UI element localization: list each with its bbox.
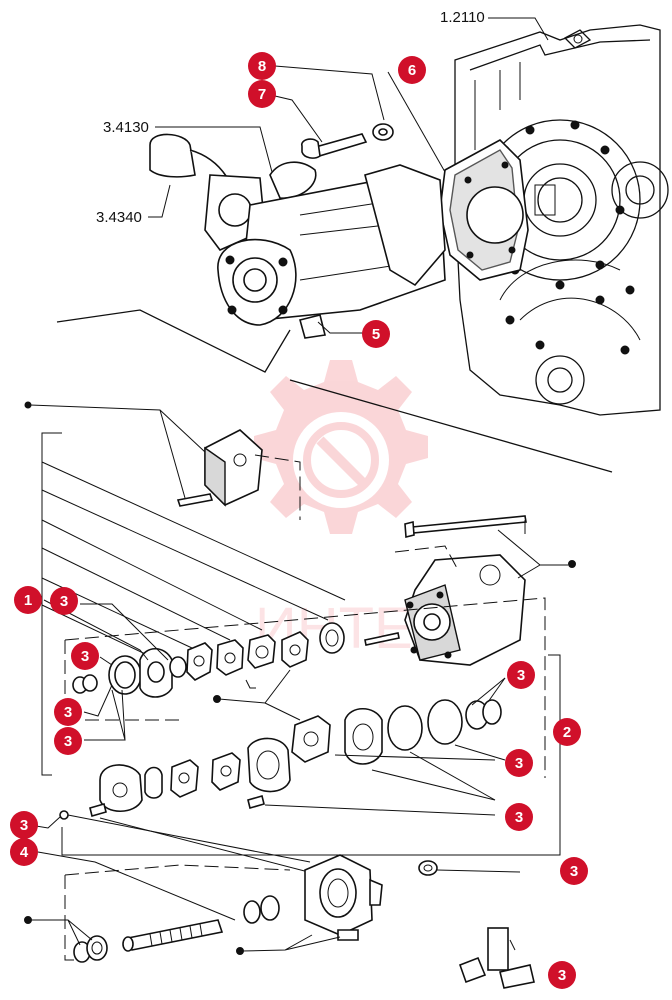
shaft-seals [243,895,280,924]
callout-3-h: 3 [10,811,38,839]
callout-7: 7 [248,80,276,108]
svg-text:7: 7 [258,86,266,103]
gear-plate-b [281,631,309,668]
svg-text:1: 1 [24,592,32,609]
end-cover [404,554,526,666]
stator-b [344,707,383,765]
callout-3-g: 3 [505,803,533,831]
shaft-seal-bottom [73,935,108,963]
svg-text:3: 3 [515,809,523,826]
washer-bottom [418,860,438,876]
pin-bottom [59,810,321,876]
callout-3-d: 3 [54,727,82,755]
svg-text:3: 3 [20,817,28,834]
svg-text:2: 2 [563,724,571,741]
pipe-upper-ref-label: 3.4130 [103,119,149,136]
coupling [144,766,163,799]
svg-text:5: 5 [372,326,380,343]
svg-text:3: 3 [81,648,89,665]
svg-text:3: 3 [570,863,578,880]
callout-3-a: 3 [50,587,78,615]
key [247,795,265,809]
watermark-logo [254,360,428,534]
callout-3-i: 3 [560,857,588,885]
callout-2: 2 [553,718,581,746]
rotor-a [216,639,244,676]
cam-ring [247,737,291,793]
svg-text:3: 3 [515,755,523,772]
end-plate-b [99,764,143,813]
rotor-c [211,752,241,791]
svg-text:8: 8 [258,58,266,75]
pin [364,632,400,646]
callout-5: 5 [362,320,390,348]
callout-3-f: 3 [505,749,533,777]
pipe-lower-ref-label: 3.4340 [96,209,142,226]
pump-housing-bottom [304,854,383,941]
rotor-b [291,715,331,763]
spacer-ring [169,656,187,678]
svg-text:3: 3 [64,733,72,750]
valve-block [24,401,263,507]
clip [89,803,107,817]
small-rings [72,674,98,694]
washer [372,123,394,141]
svg-text:6: 6 [408,62,416,79]
long-bolt [404,515,527,539]
svg-text:3: 3 [558,967,566,984]
o-rings-large [387,699,502,751]
svg-text:4: 4 [20,844,29,861]
callout-3-b: 3 [71,642,99,670]
callout-3-e: 3 [507,661,535,689]
cartridge-part [458,927,535,989]
svg-text:3: 3 [60,593,68,610]
gasket-plate [439,139,529,281]
callout-6: 6 [398,56,426,84]
gear-plate-c [170,759,199,798]
callout-4: 4 [10,838,38,866]
mounting-bolt [301,133,368,159]
callout-8: 8 [248,52,276,80]
end-plate-a [319,622,345,654]
bearing-block [139,647,173,698]
callout-3-j: 3 [548,961,576,989]
housing-ref-label: 1.2110 [440,9,485,26]
svg-text:3: 3 [64,704,72,721]
gear-plate-a [186,642,213,681]
drive-shaft [122,919,224,952]
stator-a [247,634,276,669]
hydraulic-pump-assembly [149,133,446,339]
seal-ring-large [108,655,142,695]
callout-1: 1 [14,586,42,614]
callout-3-c: 3 [54,698,82,726]
svg-text:3: 3 [517,667,525,684]
